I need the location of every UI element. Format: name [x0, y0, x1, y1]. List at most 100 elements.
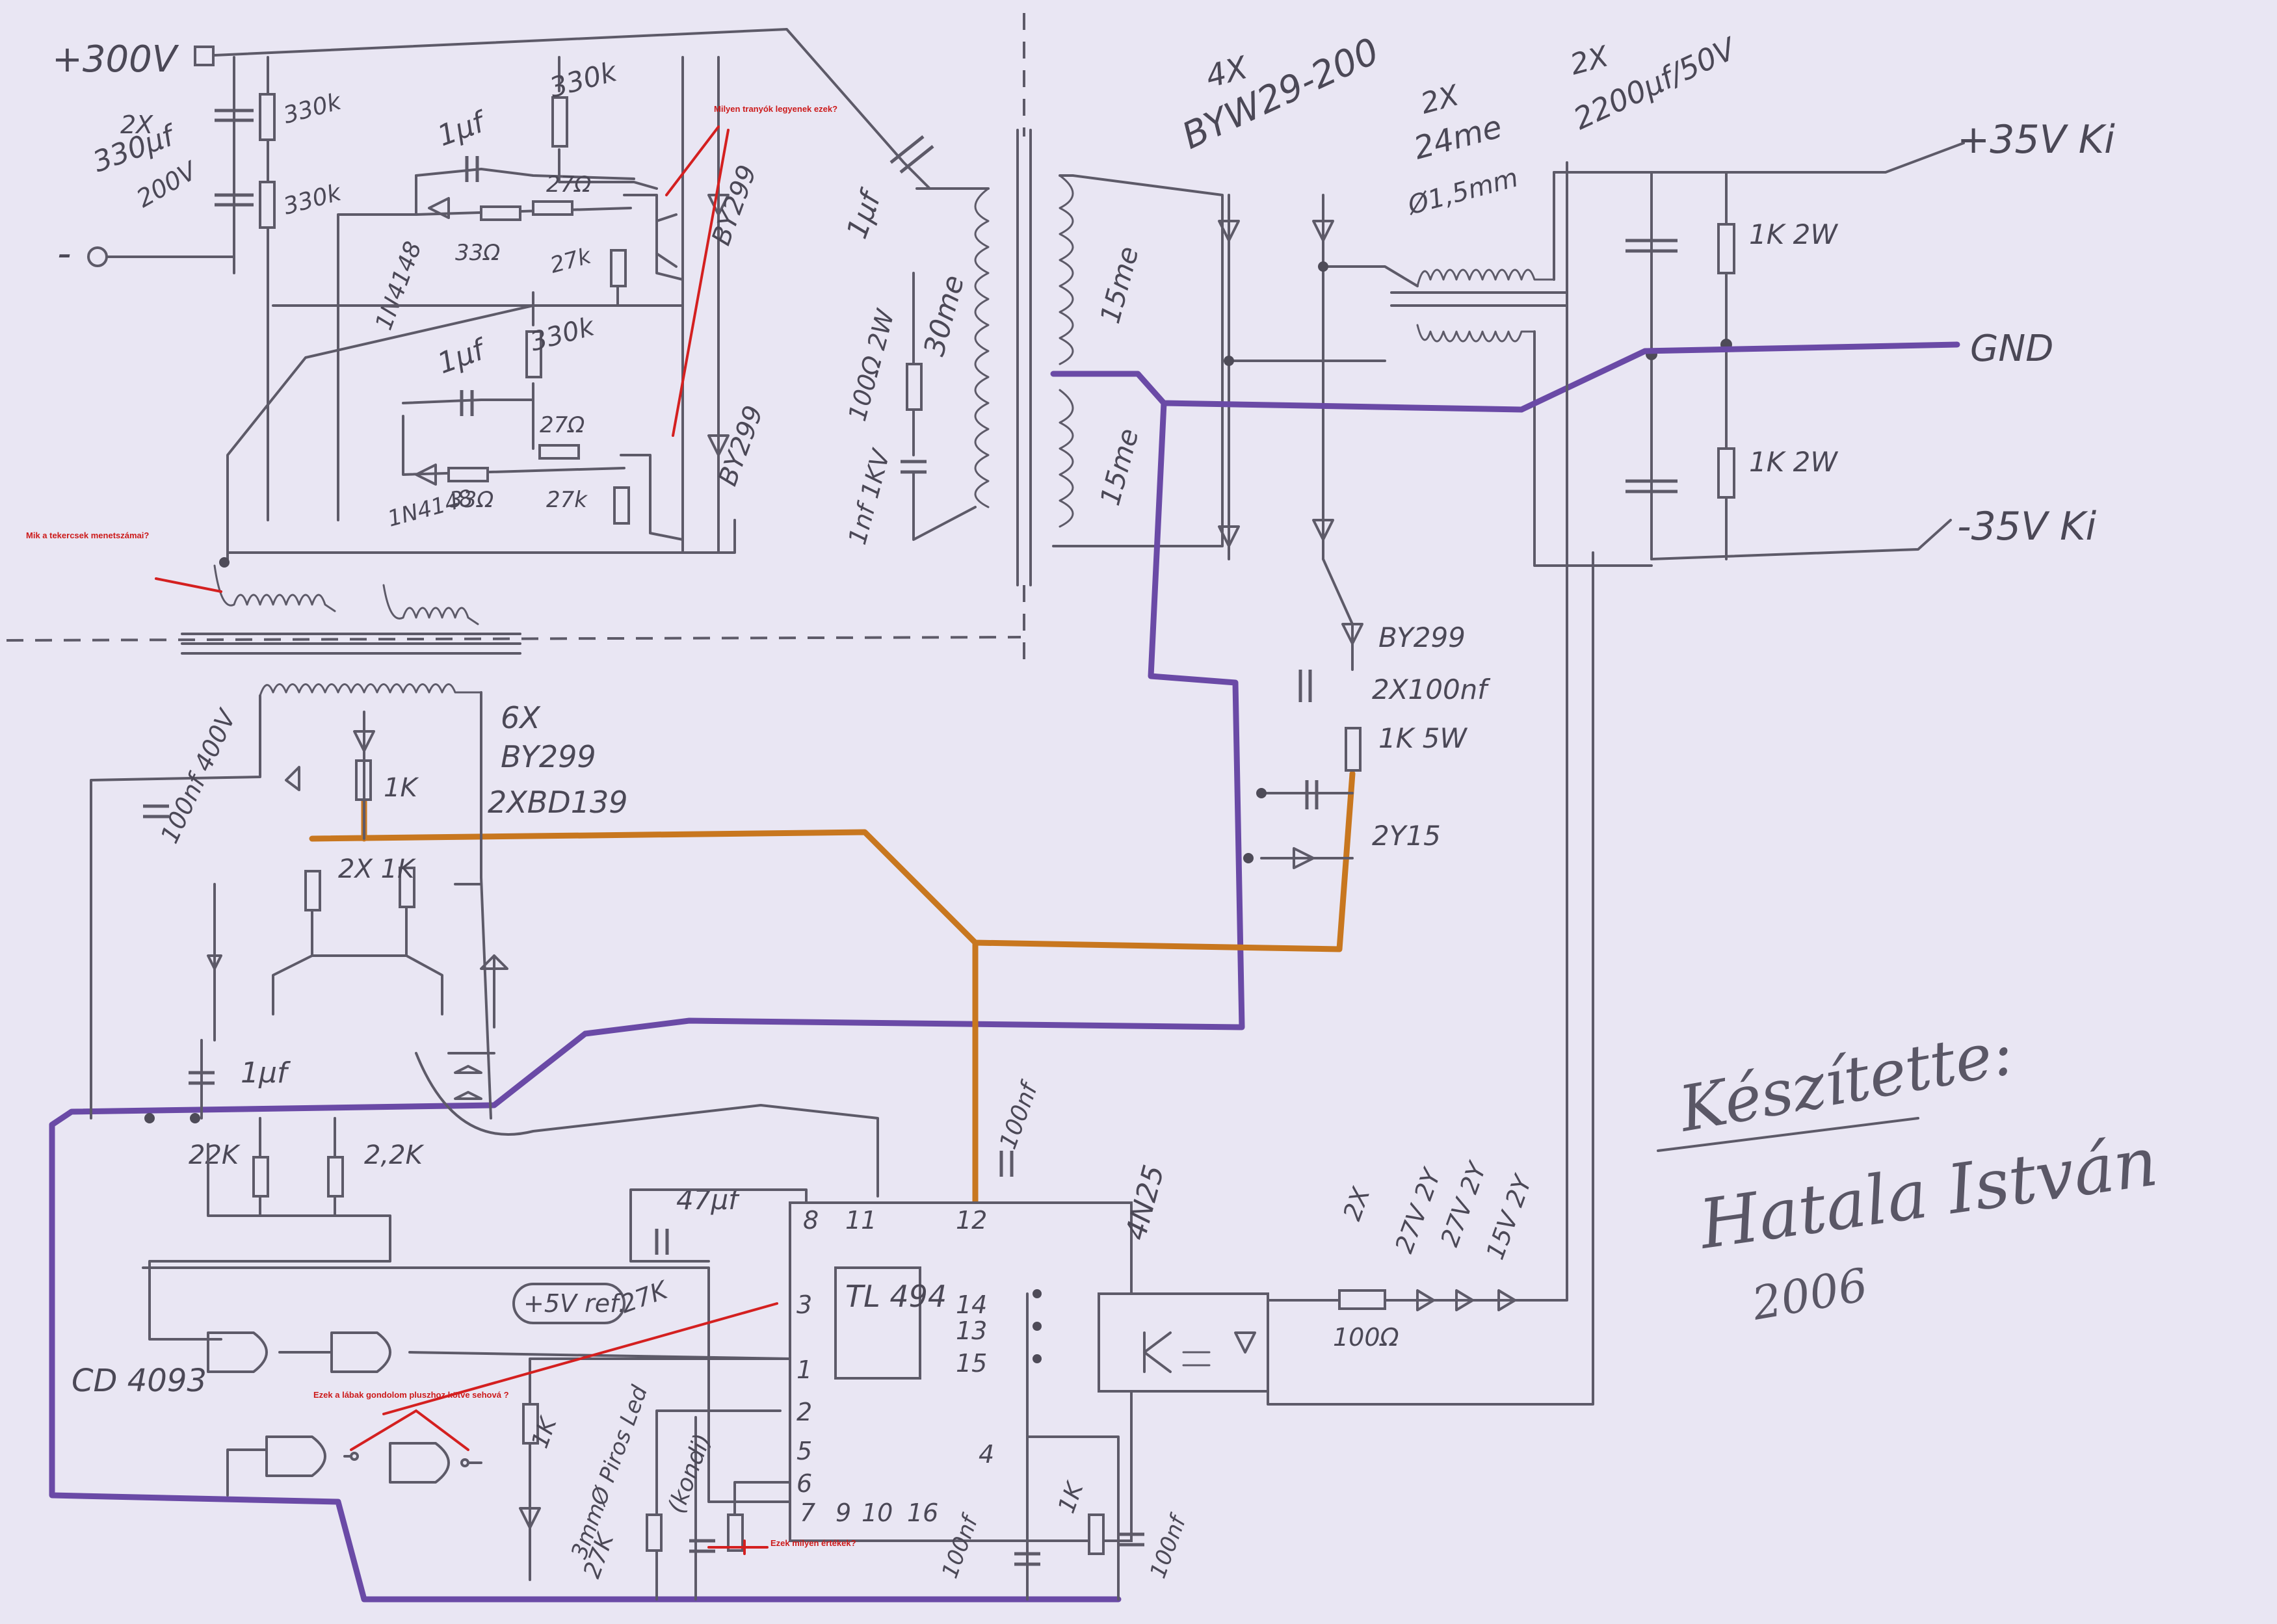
ref-trace	[309, 770, 1356, 1206]
diode-1n4148-b-label: 1N4148	[385, 484, 475, 532]
r-27k-b	[613, 486, 630, 525]
fb-zener-a-label: 27V 2Y	[1389, 1164, 1447, 1257]
main-transformer: 1μf 30me 100Ω 2W 1nf 1KV 15me 15me	[840, 13, 1224, 663]
ic-pin-6: 6	[796, 1469, 812, 1498]
ic-pin-8: 8	[803, 1206, 819, 1235]
r-330k-b-label: 330k	[281, 179, 345, 220]
r-100-2w	[906, 363, 923, 411]
cd4093-label: CD 4093	[72, 1363, 207, 1399]
tl494-core	[834, 1266, 921, 1380]
cap-100nf-b-label: 100nf	[1145, 1510, 1192, 1582]
fb-zener-count-label: 2X	[1337, 1183, 1376, 1224]
out-pos-label: +35V Ki	[1957, 117, 2115, 163]
cap-100nf-fb	[999, 1151, 1014, 1177]
cap-1nf-1kv-label: 1nf 1KV	[843, 445, 896, 547]
r-330k-a	[259, 93, 276, 141]
ic-pin-12: 12	[956, 1206, 987, 1235]
drv-diodes-type-label: BY299	[501, 739, 596, 774]
r-33-a	[480, 205, 521, 221]
isolation-line	[6, 636, 1021, 642]
r-330k-d-label: 330k	[527, 311, 599, 358]
ic-pin-15: 15	[956, 1349, 987, 1378]
out-neg-label: -35V Ki	[1957, 504, 2096, 549]
r-1k-ic	[1088, 1513, 1105, 1555]
r-1k-2w-a	[1717, 223, 1735, 274]
aux-supply: BY299 2X100nf 1K 5W 2Y15	[1243, 558, 1491, 869]
fb-zener-c-label: 15V 2Y	[1481, 1170, 1538, 1263]
driver-stage: 6X BY299 2XBD139 100nf 400V 1K 2X 1K 1μf…	[90, 683, 879, 1341]
ref-label-text: +5V ref.	[523, 1289, 626, 1318]
led-label: 3mmØ Piros Led	[566, 1382, 653, 1562]
r-1k-2w-b	[1717, 447, 1735, 499]
feedback-stage: 4N25 2X 27V 2Y 27V 2Y 15V 2Y 100Ω	[1098, 161, 1594, 1406]
r-2x1k-label: 2X 1K	[338, 854, 416, 884]
drv-transistors-label: 2XBD139	[488, 785, 628, 820]
r-27-a-label: 27Ω	[546, 172, 591, 198]
sec-turns-b-label: 15me	[1094, 425, 1144, 509]
pin1-label: 1	[647, 1514, 648, 1515]
out-gnd-label: GND	[1970, 328, 2053, 370]
r-33-b-label: 33Ω	[449, 487, 494, 513]
gnd-trace	[49, 341, 1960, 1603]
sec-turns-a-label: 15me	[1094, 243, 1144, 327]
c-in-count: 2X	[120, 111, 153, 139]
r-100-fb-label: 100Ω	[1333, 1323, 1399, 1352]
choke-count-label: 2X	[1417, 79, 1463, 121]
rect-type-label: BYW29-200	[1176, 30, 1385, 157]
pot-22k-label: 22K	[189, 1140, 241, 1170]
diode-1n4148-a-label: 1N4148	[371, 238, 427, 334]
r-330k-d	[525, 330, 542, 378]
pot-22k-b	[327, 1156, 344, 1198]
r-27k-a	[610, 249, 627, 287]
pot-22k-b-label: 2,2K	[364, 1140, 425, 1170]
control-stage: 100nf 47μf +5V ref. 27K TL 494 8 11 12 3…	[72, 1077, 1192, 1601]
prim-turns-label: 30me	[917, 272, 971, 360]
cap-1uf-drv-label: 1μf	[241, 1056, 291, 1090]
secondary-rectifier: 4X BYW29-200 2X 24me Ø1,5mm 2X 2200μf/50…	[1176, 30, 2115, 567]
ic-name-label: TL 494	[845, 1279, 947, 1314]
r-330k-c	[551, 96, 568, 148]
cap-100nf-400v-label: 100nf 400V	[155, 704, 242, 848]
r-33-a-label: 33Ω	[455, 240, 500, 266]
note-gate-pins: Ezek a lábak gondolom pluszhoz kötve seh…	[313, 1390, 509, 1400]
r-33-b	[447, 467, 489, 482]
r-100-2w-label: 100Ω 2W	[843, 306, 900, 424]
v300-terminal	[194, 46, 215, 66]
ic-pin-16: 16	[907, 1499, 938, 1527]
r-100-fb	[1338, 1289, 1386, 1310]
aux-res-label: 1K 5W	[1378, 722, 1468, 754]
note-components: Ezek milyen értékek?	[770, 1538, 856, 1548]
r-27k-a-label: 27k	[547, 242, 594, 278]
r-27-b-label: 27Ω	[540, 412, 585, 438]
aux-diode-label: BY299	[1378, 622, 1466, 653]
r-330k-c-label: 330k	[546, 55, 621, 104]
v300-label: +300V	[52, 38, 179, 81]
pot-22k	[252, 1156, 269, 1198]
byx299-mid-label: BY299	[713, 402, 769, 490]
r-low-b	[727, 1513, 744, 1552]
c-in-voltage: 200V	[132, 155, 204, 213]
r-1k-drv-label: 1K	[384, 773, 419, 803]
choke-wire-label: Ø1,5mm	[1404, 163, 1521, 221]
ic-pin-11: 11	[845, 1206, 876, 1235]
ic-pin-3: 3	[796, 1290, 812, 1319]
r-27k-b-label: 27k	[546, 487, 588, 513]
ref-label-box	[512, 1283, 625, 1324]
r-330k-a-label: 330k	[281, 88, 345, 129]
signature-name: Hatala István	[1694, 1121, 2163, 1264]
r-27-a	[532, 200, 573, 216]
note-transistors: Milyen tranyók legyenek ezek?	[714, 104, 837, 114]
zener-label: 2Y15	[1372, 820, 1441, 852]
cd4093-gates	[207, 1331, 791, 1497]
neg-terminal-label: -	[57, 231, 72, 276]
cap-100nf-fb-label: 100nf	[995, 1077, 1044, 1153]
r-1k-5w	[1345, 727, 1362, 772]
ic-pin-9: 9	[836, 1499, 851, 1527]
r-27-b	[538, 444, 580, 460]
ic-pin-2: 2	[796, 1398, 812, 1426]
cap-1uf-c-label: 1μf	[840, 184, 889, 243]
cap-1uf-b-label: 1μf	[433, 332, 492, 381]
r-330k-b	[259, 181, 276, 229]
r-27k-ref-label: 27K	[616, 1275, 673, 1318]
